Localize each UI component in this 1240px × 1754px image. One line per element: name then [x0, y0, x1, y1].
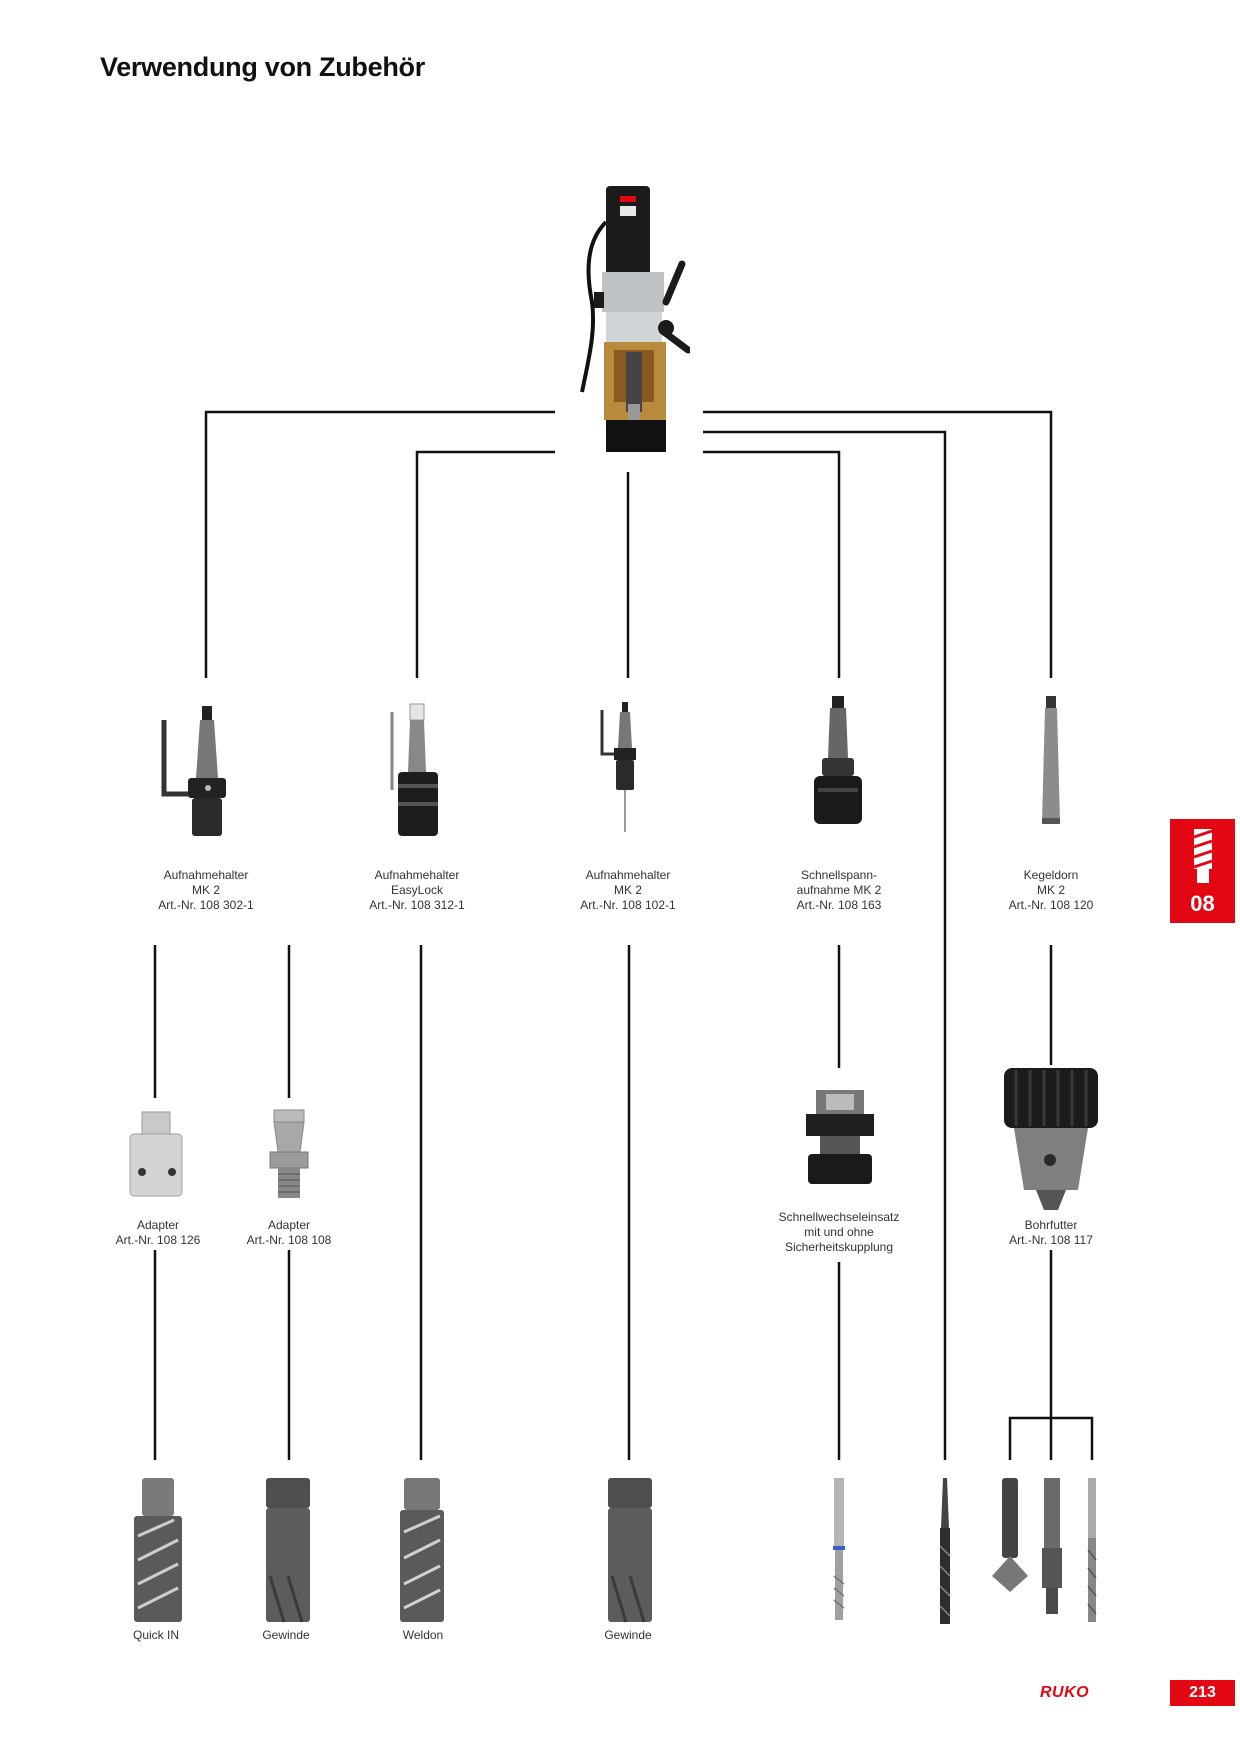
adapter-label-2: Adapter Art.-Nr. 108 108 [246, 1218, 332, 1247]
cutter-label-3: Weldon [402, 1628, 444, 1642]
countersink-icon [992, 1478, 1028, 1592]
quick-change-insert-icon [806, 1090, 874, 1184]
brand-logo: RUKO [1040, 1684, 1090, 1701]
cutter-label-2: Gewinde [262, 1628, 310, 1642]
core-cutter-gewinde-1-icon [266, 1478, 310, 1623]
holder-label-3: Aufnahmehalter MK 2 Art.-Nr. 108 102-1 [580, 868, 676, 912]
twist-drill-icon [1087, 1478, 1097, 1622]
adapter-108-icon [269, 1109, 309, 1198]
chuck-label: Bohrfutter Art.-Nr. 108 117 [1009, 1218, 1093, 1247]
holder-mk2-102-icon [600, 702, 636, 832]
quick-clamp-mk2-icon [814, 696, 862, 824]
holder-easylock-icon [390, 703, 438, 836]
section-tab: 08 [1170, 819, 1235, 923]
holder-label-5: Kegeldorn MK 2 Art.-Nr. 108 120 [1008, 868, 1094, 912]
holder-label-4: Schnellspann- aufnahme MK 2 Art.-Nr. 108… [796, 868, 882, 912]
connector-holder-1 [204, 410, 555, 678]
adapter-label-1: Adapter Art.-Nr. 108 126 [115, 1218, 201, 1247]
connector-holder-4 [703, 450, 841, 678]
core-cutter-weldon-icon [400, 1478, 444, 1622]
taper-shank-drill-icon [939, 1478, 951, 1624]
magnetic-drill-machine [580, 186, 690, 452]
holder-label-1: Aufnahmehalter MK 2 Art.-Nr. 108 302-1 [158, 868, 254, 912]
connector-holder-5 [703, 410, 1053, 678]
page-number: 213 [1170, 1680, 1235, 1706]
connector-holder-2 [415, 450, 555, 678]
core-cutter-quick-in-icon [134, 1478, 182, 1622]
page-title: Verwendung von Zubehör [100, 52, 425, 82]
taper-arbor-mk2-icon [1042, 696, 1060, 824]
adapter-126-icon [129, 1111, 183, 1197]
holder-mk2-302-icon [161, 706, 226, 836]
core-cutter-icon [1193, 829, 1213, 883]
connector-direct-drill [703, 430, 947, 1460]
holder-label-2: Aufnahmehalter EasyLock Art.-Nr. 108 312… [369, 868, 465, 912]
tap-icon [833, 1478, 845, 1620]
connector-chuck-branch [1008, 1416, 1094, 1460]
drill-chuck-icon [1004, 1068, 1098, 1210]
section-number: 08 [1190, 891, 1215, 916]
insert-label: Schnellwechseleinsatz mit und ohne Siche… [778, 1210, 900, 1254]
cutter-label-1: Quick IN [132, 1628, 179, 1642]
step-drill-icon [1042, 1478, 1062, 1614]
cutter-label-4: Gewinde [604, 1628, 652, 1642]
core-cutter-gewinde-2-icon [608, 1478, 652, 1623]
